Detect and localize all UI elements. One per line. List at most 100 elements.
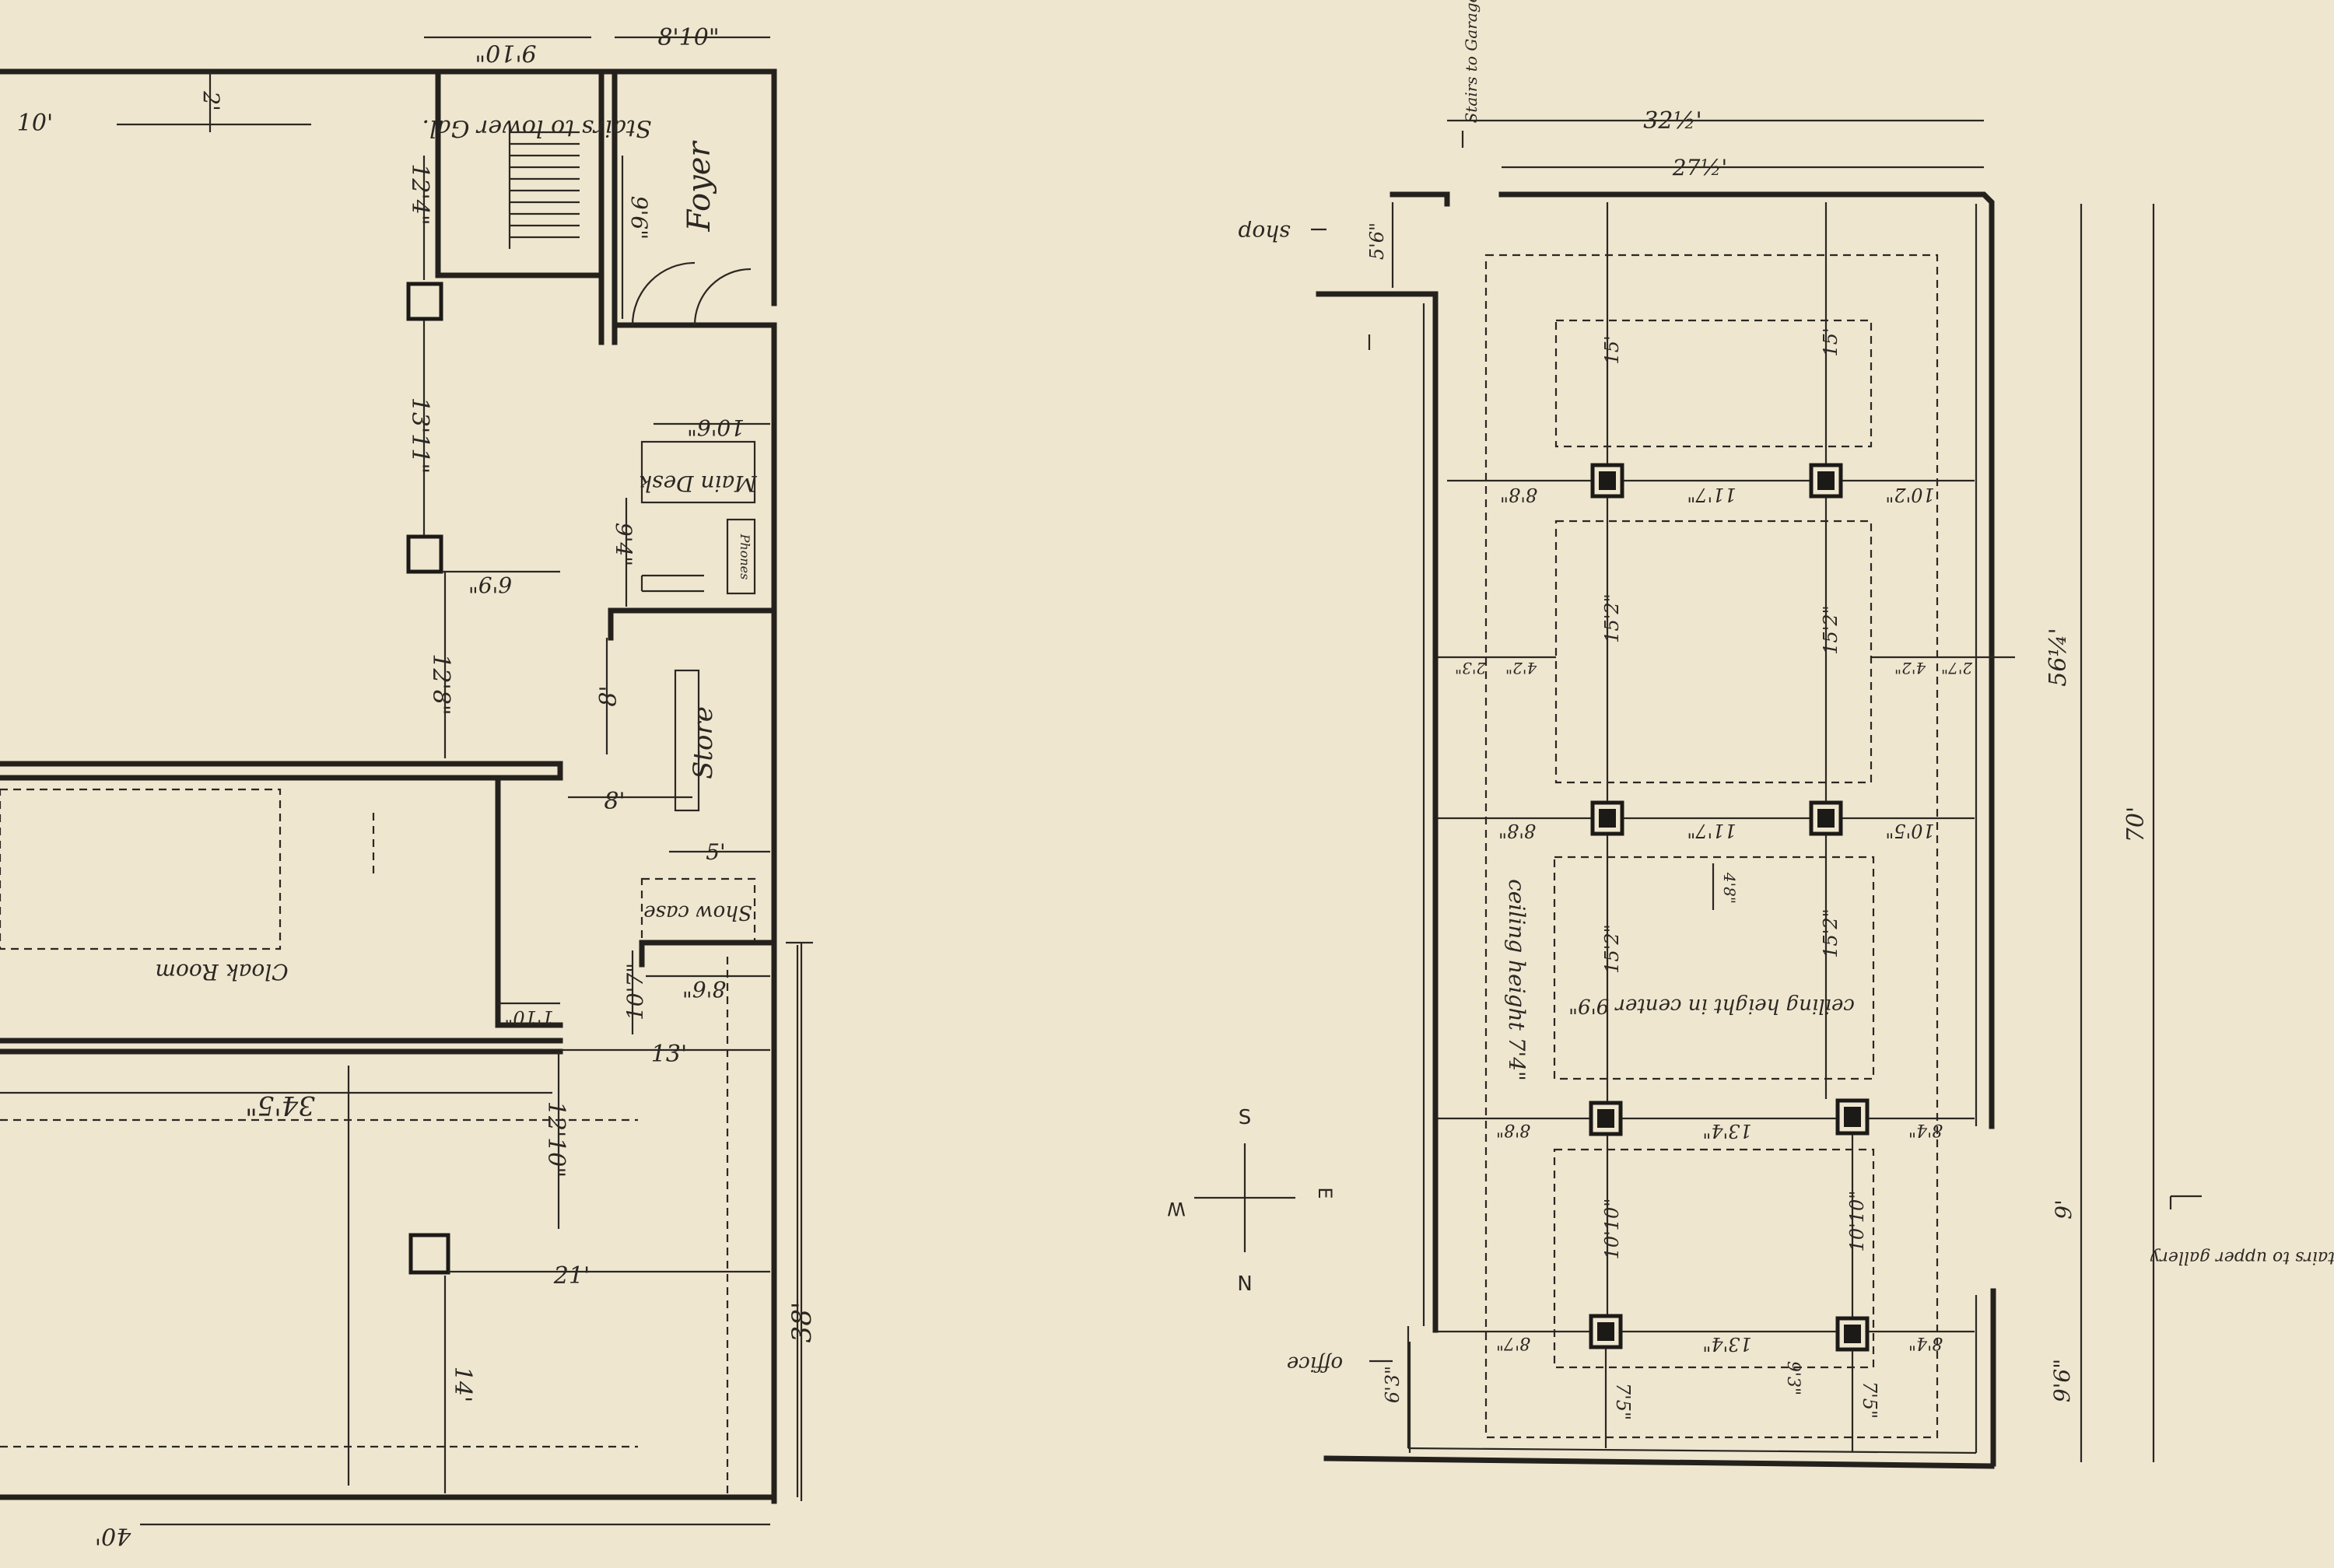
dim-label: 9'10" — [475, 39, 536, 66]
ceiling-panel — [1553, 856, 1875, 1080]
ceiling-center-label: ceiling height in center 9'9" — [1568, 994, 1855, 1017]
dim-label: 34'5" — [245, 1090, 315, 1121]
door-swing — [693, 268, 752, 326]
wall-inner — [1407, 1447, 1977, 1454]
main-desk-box — [640, 440, 756, 504]
dim-label: 4'2" — [1894, 659, 1926, 677]
column — [408, 1233, 450, 1275]
compass-s: S — [1239, 1106, 1252, 1129]
dim-label: 12'4" — [406, 163, 433, 225]
column — [406, 282, 443, 321]
dim-label: 9'6" — [626, 196, 652, 240]
dim-label: 8'8" — [1498, 820, 1536, 842]
wall — [1316, 291, 1439, 1333]
dim-label: 13'4" — [1702, 1333, 1751, 1355]
dim-label: 21' — [553, 1262, 590, 1290]
dim-label: 10'2" — [1885, 484, 1934, 506]
phones-label: Phones — [738, 534, 752, 580]
dim-label: 10'7" — [622, 963, 648, 1020]
left-floor-plan: Stairs to lower Gal. Foyer Main Desk Pho… — [0, 24, 818, 1549]
column — [1589, 1314, 1623, 1349]
dimension-lines — [1311, 119, 2202, 1462]
dim-label: 15'2" — [1601, 593, 1623, 642]
dim-label: 15'2" — [1820, 908, 1842, 957]
compass-e: E — [1314, 1187, 1336, 1199]
dim-label: 10'6" — [687, 415, 745, 440]
dim-label: 40' — [95, 1522, 131, 1549]
dim-label: 13'4" — [1702, 1120, 1751, 1142]
dim-label: 8'8" — [1496, 1120, 1530, 1139]
column-core — [1597, 1322, 1614, 1341]
column — [1835, 1098, 1870, 1136]
right-floor-plan: S W E N Stairs to Garage shop office Sta… — [1167, 0, 2334, 1469]
dim-label: 6'3" — [1382, 1366, 1404, 1403]
dim-label: 10'10" — [1846, 1191, 1868, 1252]
ceiling-side-label: ceiling height 7'4" — [1504, 879, 1530, 1081]
dim-label: 2' — [198, 90, 224, 111]
dim-label: 56¼' — [2045, 628, 2072, 687]
cloak-room-label: Cloak Room — [155, 959, 288, 985]
ceiling-panel — [1553, 1148, 1875, 1369]
dim-label: 8'8" — [1500, 484, 1537, 506]
dim-label: 15'2" — [1601, 924, 1623, 973]
compass-w: W — [1167, 1198, 1186, 1220]
door-swing — [631, 261, 696, 326]
column — [406, 534, 443, 574]
dim-label: 9'6" — [2049, 1359, 2075, 1402]
shop-label: shop — [1238, 220, 1290, 246]
stairs-upper-label: Stairs to upper gallery — [2150, 1248, 2334, 1267]
dim-label: 27½' — [1672, 155, 1727, 180]
dim-label: 6'9" — [468, 572, 512, 597]
column-core — [1817, 471, 1835, 490]
dim-label: 5' — [706, 839, 726, 865]
compass: S W E N — [1167, 1106, 1336, 1293]
stairs-box — [435, 68, 605, 278]
ceiling-outline — [1484, 254, 1939, 1439]
stair-treads — [508, 124, 580, 249]
dim-label: 8' — [604, 788, 625, 815]
dim-label: 8' — [595, 685, 622, 706]
dim-label: 10'10" — [1601, 1199, 1623, 1260]
main-desk-label: Main Desk — [639, 471, 758, 496]
column — [1590, 800, 1624, 836]
column-core — [1844, 1325, 1861, 1343]
wall — [1323, 1455, 1995, 1469]
columns — [1589, 463, 1870, 1352]
column-core — [1844, 1107, 1861, 1127]
dim-label: 7'5" — [1859, 1381, 1880, 1419]
dim-label: 8'4" — [1908, 1333, 1943, 1353]
compass-n: N — [1237, 1270, 1252, 1293]
foyer-label: Foyer — [682, 140, 717, 233]
column-core — [1599, 809, 1616, 828]
dim-label: 13'11" — [406, 397, 433, 474]
dim-label: 9' — [2051, 1199, 2076, 1220]
dim-label: 15' — [1601, 335, 1623, 364]
stairs-label: Stairs to lower Gal. — [422, 114, 652, 142]
dim-label: 2'3" — [1455, 659, 1487, 677]
dim-label: 10'5" — [1885, 820, 1934, 842]
dim-label: 8'7" — [1496, 1333, 1530, 1353]
office-label: office — [1287, 1352, 1343, 1375]
dim-label: 14' — [449, 1367, 476, 1402]
dim-label: 1'10" — [504, 1006, 553, 1028]
dim-label: 8'10" — [657, 24, 719, 51]
dim-label: 70' — [2122, 807, 2150, 842]
dim-label: 5'6" — [1366, 222, 1388, 260]
dim-label: 4'8" — [1720, 872, 1739, 904]
stairs-garage-label: Stairs to Garage — [1462, 0, 1481, 123]
dim-label: 8'4" — [1908, 1120, 1943, 1139]
dim-label: 2'7" — [1941, 659, 1973, 677]
dim-label: 11'7" — [1687, 484, 1736, 506]
store-shelf — [674, 669, 700, 812]
dim-label: 7'5" — [1612, 1383, 1634, 1420]
dim-label: 9'3" — [1783, 1361, 1803, 1395]
cloak-rack — [0, 788, 282, 950]
phones-box — [726, 518, 756, 595]
ceiling-panel — [1554, 520, 1873, 784]
column-core — [1599, 471, 1616, 490]
dim-label: 38' — [787, 1302, 818, 1343]
dim-label: 11'7" — [1687, 820, 1736, 842]
dim-label: 32½' — [1643, 107, 1702, 135]
show-case-label: Show case — [643, 901, 752, 924]
